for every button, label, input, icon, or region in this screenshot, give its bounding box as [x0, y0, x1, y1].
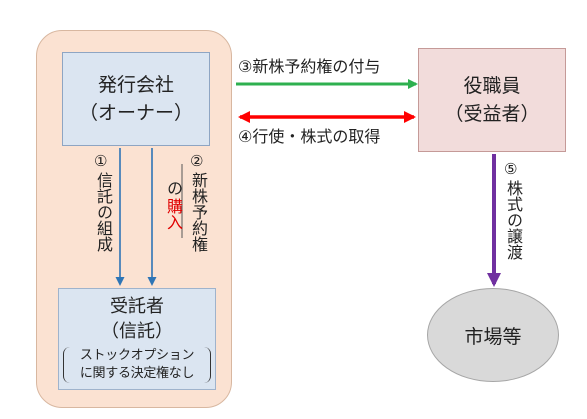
- issuer-company-box: 発行会社 （オーナー）: [62, 52, 210, 146]
- market-ellipse: 市場等: [427, 288, 559, 382]
- trustee-note-line2: に関する決定権なし: [79, 366, 195, 381]
- trust-formation-label: 信託の組成: [94, 172, 113, 252]
- trustee-name: 受託者: [110, 296, 164, 317]
- grant-label: ③新株予約権の付与: [238, 57, 381, 76]
- exercise-label: ④行使・株式の取得: [238, 127, 381, 146]
- trustee-note-line1: ストックオプション: [79, 348, 195, 363]
- trustee-box: 受託者 （信託） ストックオプション に関する決定権なし: [58, 288, 216, 390]
- purchase-label-particle: の: [164, 180, 183, 196]
- purchase-label-buy: 購入: [164, 198, 183, 230]
- trustee-note: ストックオプション に関する決定権なし: [63, 347, 211, 383]
- purchase-label-new-rights: 新株予約権: [189, 172, 208, 252]
- issuer-role: （オーナー）: [78, 102, 193, 124]
- trust-formation-number: ①: [94, 152, 108, 170]
- transfer-number: ⑤: [504, 160, 518, 178]
- trustee-role: （信託）: [101, 321, 173, 342]
- purchase-number: ②: [190, 152, 204, 170]
- market-label: 市場等: [464, 325, 522, 348]
- officer-role: （受益者）: [444, 103, 540, 125]
- transfer-label: 株式の譲渡: [504, 180, 523, 260]
- issuer-name: 発行会社: [97, 74, 174, 96]
- officer-box: 役職員 （受益者）: [418, 48, 566, 152]
- officer-name: 役職員: [463, 75, 521, 97]
